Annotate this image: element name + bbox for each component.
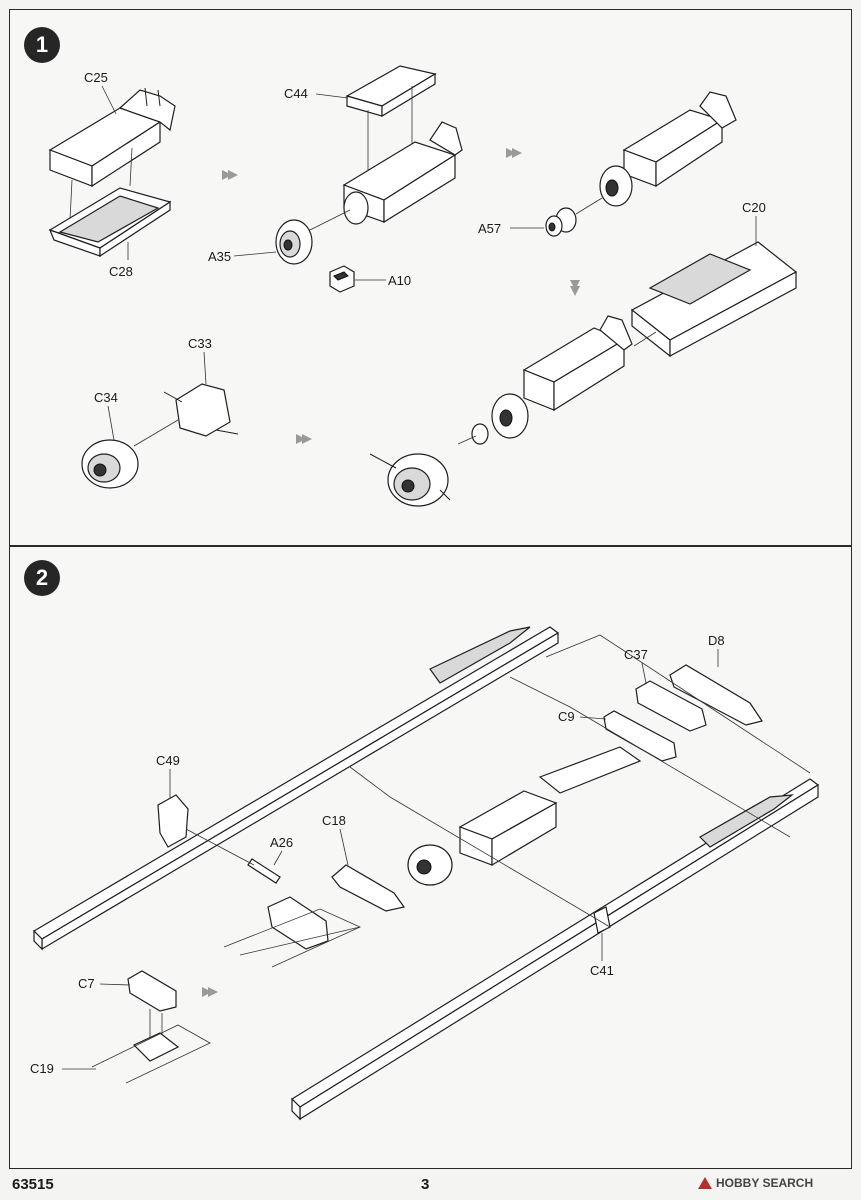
watermark-text: HOBBY SEARCH xyxy=(716,1176,814,1190)
guide-line xyxy=(509,676,791,838)
direction-arrow xyxy=(202,987,218,997)
page-number: 3 xyxy=(421,1176,430,1193)
label-c33: C33 xyxy=(188,336,212,351)
leaf-spring xyxy=(429,626,531,684)
part-c7-bracket xyxy=(127,970,177,1012)
label-a57: A57 xyxy=(478,221,501,236)
label-c49: C49 xyxy=(156,753,180,768)
part-d8-crossmember xyxy=(669,664,763,726)
watermark: HOBBY SEARCH xyxy=(698,1176,813,1190)
guide-line xyxy=(545,634,811,774)
part-floor-mount xyxy=(223,896,361,968)
part-motor-assembly xyxy=(599,91,737,207)
label-c41: C41 xyxy=(590,963,614,978)
label-a35: A35 xyxy=(208,249,231,264)
label-c28: C28 xyxy=(109,264,133,279)
step-2-diagram: C49 A26 C18 C41 C9 xyxy=(30,626,820,1121)
part-a35-gear xyxy=(275,219,313,265)
label-c34: C34 xyxy=(94,390,118,405)
label-c7: C7 xyxy=(78,976,95,991)
product-code: 63515 xyxy=(12,1176,54,1193)
step-1-badge: 1 xyxy=(24,27,60,63)
label-c44: C44 xyxy=(284,86,308,101)
direction-arrow xyxy=(296,434,312,444)
part-gear-assembly xyxy=(369,453,451,507)
part-c18-crossmember xyxy=(331,864,406,912)
label-d8: D8 xyxy=(708,633,725,648)
label-c18: C18 xyxy=(322,813,346,828)
label-a26: A26 xyxy=(270,835,293,850)
leaf-spring xyxy=(699,794,794,848)
label-a10: A10 xyxy=(388,273,411,288)
part-c9-crossmember xyxy=(603,710,677,762)
part-c33-housing xyxy=(163,383,239,437)
direction-arrow xyxy=(570,280,580,296)
part-a10-block xyxy=(329,265,355,293)
part-engine-assembly xyxy=(407,746,642,886)
label-c9: C9 xyxy=(558,709,575,724)
step-2-panel: 2 C49 xyxy=(9,546,852,1169)
label-c19: C19 xyxy=(30,1061,54,1076)
chassis-left-rail xyxy=(33,626,560,951)
part-c37-crossmember xyxy=(635,680,707,732)
chassis-right-rail xyxy=(291,778,820,1121)
step-1-panel: 1 C25 C28 C44 xyxy=(9,9,852,546)
part-c19-base xyxy=(91,1024,211,1084)
part-c49-bracket xyxy=(157,794,189,848)
direction-arrow xyxy=(506,148,522,158)
part-c44-cover xyxy=(345,65,437,118)
step-1-diagram: C25 C28 C44 A35 xyxy=(48,65,798,507)
part-c28-housing-half xyxy=(48,187,172,258)
part-a57-shaft xyxy=(545,207,577,237)
part-c25-housing-half xyxy=(48,87,176,188)
direction-arrow xyxy=(222,170,238,180)
step-2-badge: 2 xyxy=(24,560,60,596)
watermark-logo-icon xyxy=(698,1177,712,1189)
label-c25: C25 xyxy=(84,70,108,85)
label-c37: C37 xyxy=(624,647,648,662)
part-motor-housing xyxy=(342,121,463,225)
part-c20-tray xyxy=(630,241,798,358)
label-c20: C20 xyxy=(742,200,766,215)
part-a26-rod xyxy=(247,858,281,884)
guide-line xyxy=(349,766,611,928)
part-c34-gear xyxy=(81,439,139,489)
part-motor-assembly xyxy=(471,315,633,445)
